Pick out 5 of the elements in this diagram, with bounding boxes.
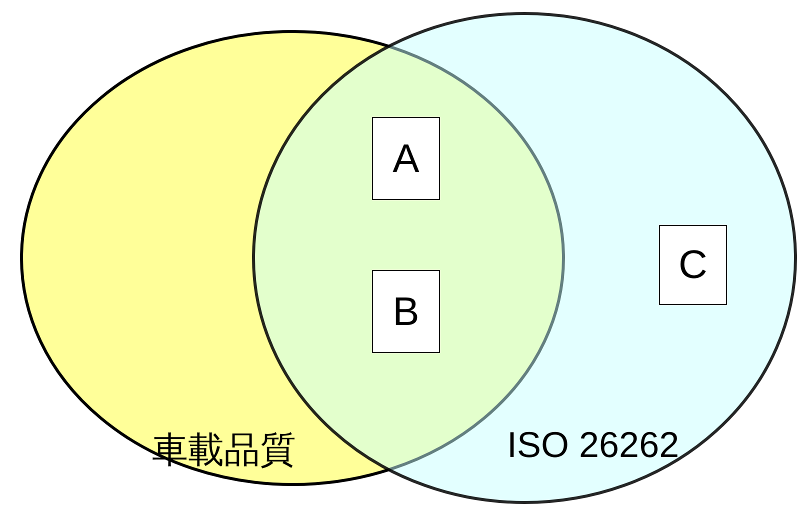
set-label: 車載品質 <box>152 432 296 468</box>
item-box: B <box>372 270 440 353</box>
item-box: A <box>372 117 440 200</box>
set-label: ISO 26262 <box>507 427 680 463</box>
item-box: C <box>659 225 727 305</box>
